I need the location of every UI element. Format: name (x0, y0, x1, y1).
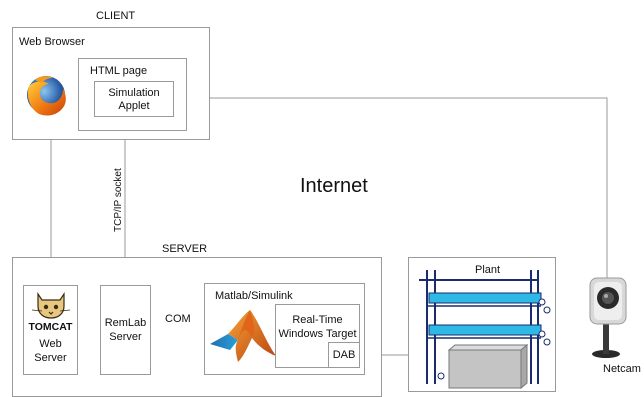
html-page-label: HTML page (90, 65, 148, 77)
tomcat-line1: Web (39, 338, 62, 350)
dab-label: DAB (332, 349, 356, 361)
remlab-line1: RemLab (104, 317, 147, 329)
remlab-box: RemLab Server (100, 285, 151, 375)
server-title: SERVER (162, 243, 208, 255)
client-title: CLIENT (96, 10, 136, 22)
tomcat-cat-icon (31, 292, 71, 319)
tomcat-logo-text: TOMCAT (28, 321, 73, 333)
firefox-icon (27, 76, 66, 116)
dab-box: DAB (328, 342, 360, 368)
plant-box: Plant (408, 257, 556, 392)
applet-line2: Applet (118, 100, 150, 112)
internet-label: Internet (300, 175, 368, 197)
applet-line1: Simulation (108, 87, 160, 99)
rtwt-line2: Windows Target (278, 328, 357, 340)
plant-process-icon (419, 270, 551, 390)
rtwt-line1: Real-Time (292, 314, 343, 326)
tcp-socket-label: TCP/IP socket (113, 168, 124, 232)
plant-label: Plant (475, 264, 501, 276)
netcam-icon (589, 277, 627, 358)
com-label: COM (165, 313, 191, 325)
tomcat-line2: Server (34, 352, 67, 364)
web-browser-label: Web Browser (19, 36, 85, 48)
netcam-label: Netcam (603, 363, 641, 375)
remlab-line2: Server (109, 331, 142, 343)
applet-netcam-line (174, 97, 608, 278)
matlab-logo-icon (210, 310, 276, 362)
simulation-applet-box: Simulation Applet (94, 81, 174, 117)
matlab-label: Matlab/Simulink (215, 290, 293, 302)
tomcat-box: TOMCAT Web Server (23, 285, 78, 375)
